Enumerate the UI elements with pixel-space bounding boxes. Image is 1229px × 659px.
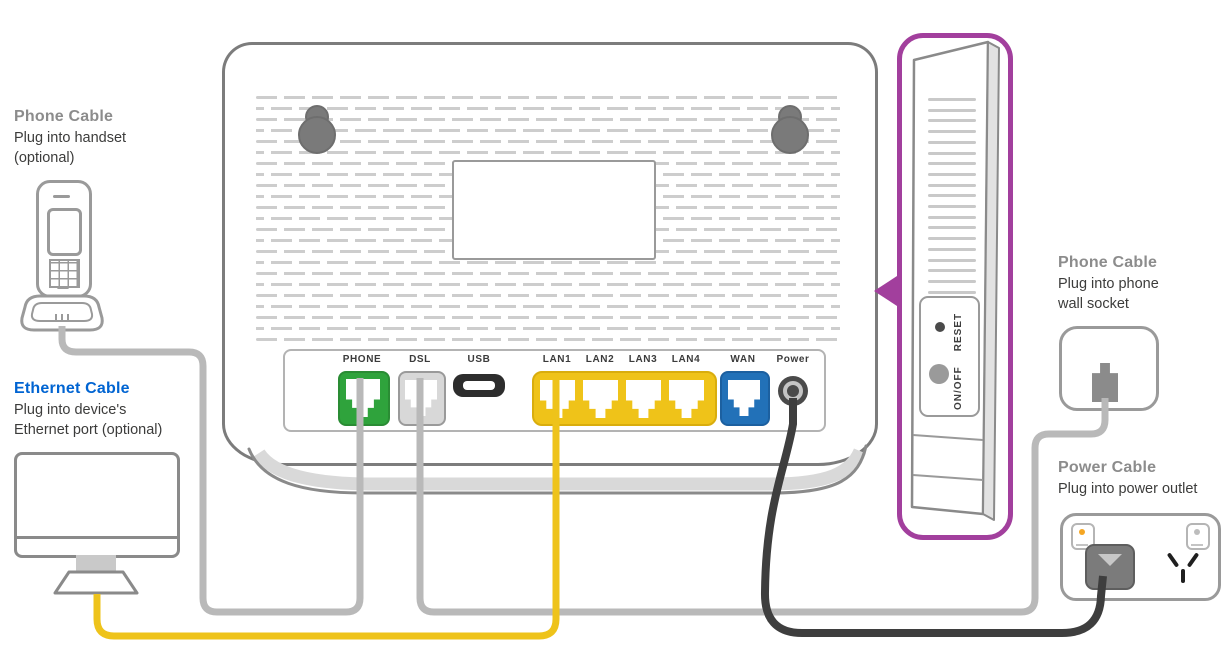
handset-mic-line: [57, 286, 69, 289]
handset-screen: [47, 208, 82, 256]
vent-line: [256, 294, 840, 297]
callout-wall-socket: Phone Cable Plug into phone wall socket: [1058, 254, 1159, 314]
lan2-port-jack: [583, 380, 618, 418]
phone-handset-icon: [36, 180, 92, 298]
port-label-dsl: DSL: [409, 354, 431, 365]
dsl-port-jack: [405, 380, 437, 416]
side-view-highlight-frame: [897, 33, 1013, 540]
highlight-arrow-icon: [874, 276, 897, 306]
lan1-port-jack: [540, 380, 575, 418]
port-label-phone: PHONE: [342, 354, 382, 365]
keyhole-hole: [298, 116, 336, 154]
lan4-port-jack: [669, 380, 704, 418]
handset-dock-cradle: [30, 302, 94, 322]
outlet-switch-off-indicator: [1194, 529, 1200, 535]
port-label-usb: USB: [467, 354, 491, 365]
callout-power-outlet-title: Power Cable: [1058, 459, 1157, 476]
handset-speaker-line: [53, 195, 70, 198]
power-outlet-icon: [1060, 513, 1221, 601]
callout-ethernet-line1: Plug into device's: [14, 402, 127, 418]
usb-port: [453, 374, 505, 397]
vent-line: [256, 327, 840, 330]
outlet-pin-left: [1166, 552, 1180, 568]
port-label-lan2: LAN2: [585, 354, 615, 365]
handset-dock-grille: [55, 314, 69, 320]
power-port: [778, 376, 808, 406]
vent-line: [256, 107, 840, 110]
vent-line: [256, 338, 840, 341]
vent-line: [256, 272, 840, 275]
on-off-label: ON/OFF: [953, 366, 964, 410]
power-plug: [1085, 544, 1135, 590]
plug-triangle-mark: [1098, 554, 1122, 566]
vent-line: [256, 151, 840, 154]
port-label-power: Power: [776, 354, 810, 365]
callout-wall-socket-title: Phone Cable: [1058, 254, 1158, 271]
callout-handset: Phone Cable Plug into handset (optional): [14, 108, 126, 168]
callout-power-outlet-line1: Plug into power outlet: [1058, 481, 1198, 497]
power-port-barrel: [783, 381, 803, 401]
port-label-lan4: LAN4: [671, 354, 701, 365]
vent-line: [256, 316, 840, 319]
callout-ethernet-line2: Ethernet port (optional): [14, 421, 163, 438]
keyhole-hole: [771, 116, 809, 154]
vent-line: [256, 140, 840, 143]
callout-handset-line1: Plug into handset: [14, 130, 127, 146]
usb-port-slot: [463, 381, 495, 390]
handset-dock: [20, 294, 104, 332]
outlet-pin-right: [1186, 552, 1200, 568]
port-label-lan1: LAN1: [542, 354, 572, 365]
callout-ethernet-title: Ethernet Cable: [14, 380, 130, 397]
router-label-plate: [452, 160, 656, 260]
callout-wall-socket-line2: wall socket: [1058, 295, 1129, 312]
phone-port: [338, 371, 390, 426]
callout-handset-title: Phone Cable: [14, 108, 114, 125]
lan-port-block: [532, 371, 717, 426]
vent-line: [256, 118, 840, 121]
wan-port-jack: [728, 380, 760, 416]
port-label-wan: WAN: [730, 354, 756, 365]
monitor-stand-foot: [53, 570, 139, 595]
phone-port-jack: [346, 379, 380, 417]
monitor-chin-line: [17, 536, 177, 539]
outlet-pin-earth: [1181, 569, 1185, 583]
callout-ethernet: Ethernet Cable Plug into device's Ethern…: [14, 380, 162, 440]
wan-port: [720, 371, 770, 426]
callout-power-outlet: Power Cable Plug into power outlet: [1058, 459, 1197, 500]
side-panel-labels: ON/OFF RESET: [953, 298, 964, 410]
vent-line: [256, 261, 840, 264]
reset-label: RESET: [953, 312, 964, 352]
outlet-switch-on-indicator: [1079, 529, 1085, 535]
computer-monitor-icon: [14, 452, 180, 558]
outlet-switch-rocker: [1076, 544, 1088, 546]
vent-line: [256, 305, 840, 308]
lan3-port-jack: [626, 380, 661, 418]
callout-handset-line2: (optional): [14, 149, 75, 166]
vent-line: [256, 96, 840, 99]
callout-wall-socket-line1: Plug into phone: [1058, 276, 1159, 292]
dsl-port: [398, 371, 446, 426]
handset-keypad: [49, 259, 80, 288]
outlet-switch-right: [1186, 523, 1210, 550]
port-label-lan3: LAN3: [628, 354, 658, 365]
vent-line: [256, 129, 840, 132]
vent-line: [256, 283, 840, 286]
outlet-switch-rocker: [1191, 544, 1203, 546]
